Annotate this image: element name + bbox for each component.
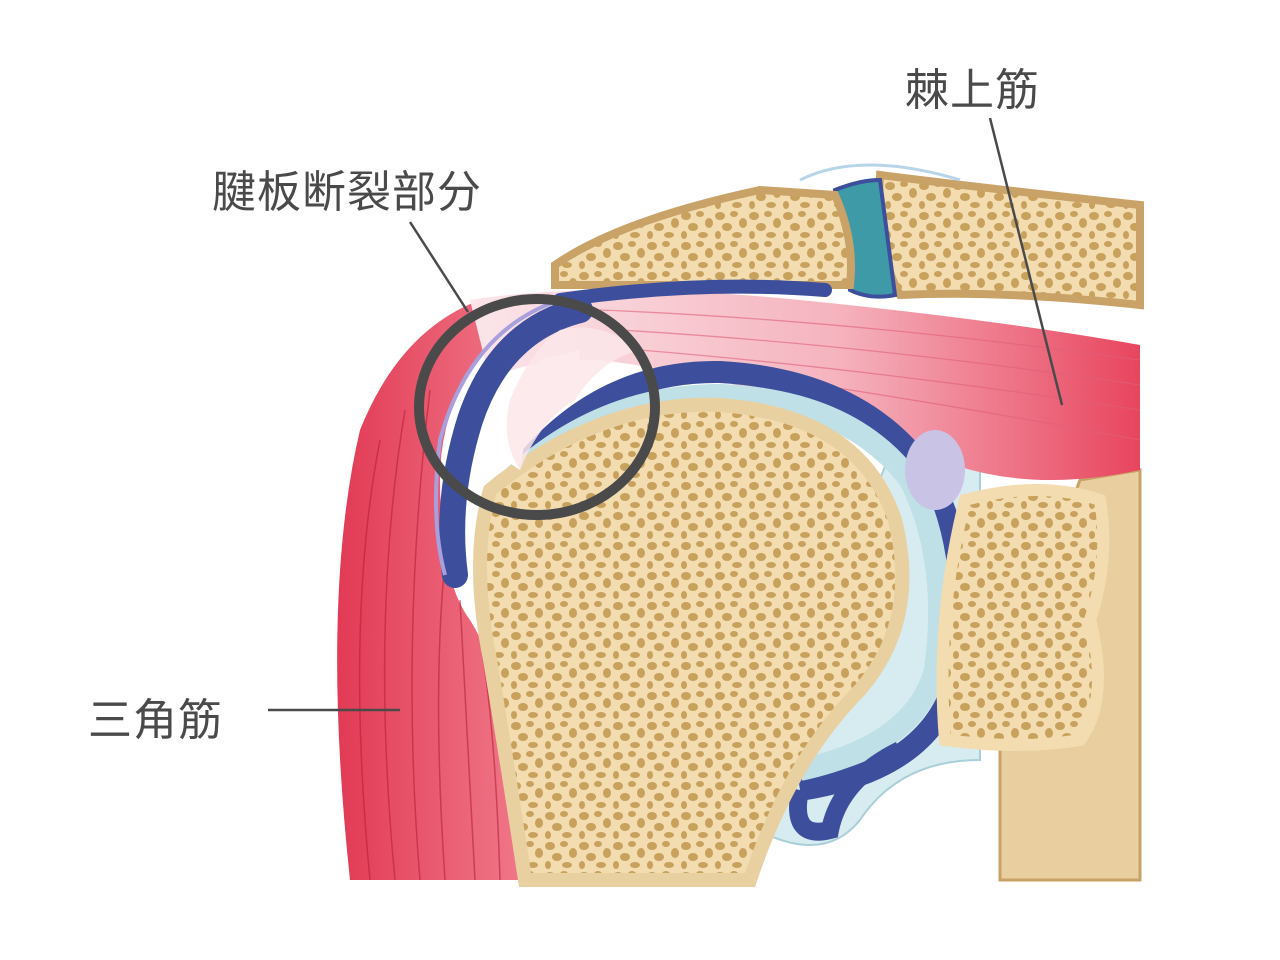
subacromial-bursa	[553, 279, 832, 307]
inferior-capsule	[789, 741, 905, 841]
acromion	[551, 185, 855, 290]
glenoid	[936, 484, 1110, 751]
tendon-dark-layer	[439, 297, 593, 588]
label-deltoid: 三角筋	[88, 695, 223, 746]
tear-highlight-circle	[414, 294, 660, 520]
label-rotator-cuff-tear: 腱板断裂部分	[212, 167, 482, 218]
leader-line-supraspinatus	[988, 117, 1064, 406]
label-supraspinatus: 棘上筋	[905, 65, 1040, 116]
torn-tendon-area	[506, 327, 640, 470]
leader-line-tear	[408, 221, 470, 313]
humerus	[473, 397, 910, 887]
glenoid-labrum	[905, 430, 965, 510]
